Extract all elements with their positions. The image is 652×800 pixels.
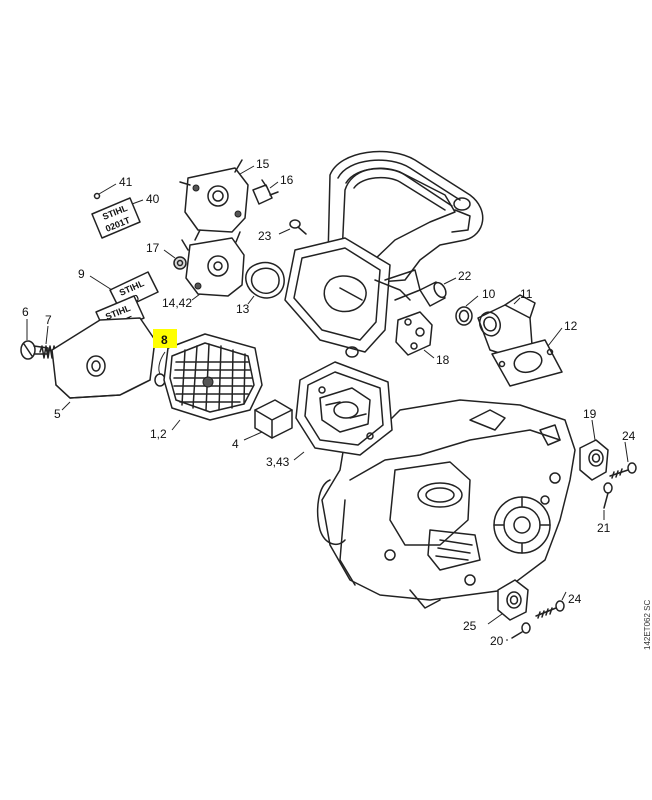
callout-9: 9 (78, 267, 85, 281)
callout-labels: 41 40 15 16 23 17 9 14,42 13 22 10 11 12… (22, 157, 636, 648)
part-4-sponge (243, 399, 293, 441)
part-41-pin (93, 183, 117, 200)
part-3-43-filter-base (293, 361, 393, 461)
part-6-screw (20, 319, 49, 360)
part-24a-screw (609, 441, 637, 479)
callout-18: 18 (436, 353, 450, 367)
callout-21: 21 (597, 521, 611, 535)
part-9-label-plates: STIHL 020 STIHL 0201T (89, 271, 159, 335)
handle-frame (327, 150, 484, 283)
callout-13: 13 (236, 302, 250, 316)
part-14-42-carburetor (181, 231, 245, 301)
callout-22: 22 (458, 269, 472, 283)
part-10-ring (455, 295, 479, 326)
callout-8-highlight (153, 329, 177, 348)
part-16-fitting (252, 179, 279, 205)
part-24b-screw (535, 591, 567, 619)
callout-12: 12 (564, 319, 578, 333)
callout-7: 7 (45, 313, 52, 327)
callout-1-2: 1,2 (150, 427, 167, 441)
callout-14-42: 14,42 (162, 296, 192, 310)
part-40-label-plate: STIHL 0201T (91, 197, 144, 239)
part-5-filter-cover (51, 317, 156, 411)
drawing-code: 142ET062 SC (643, 600, 652, 650)
callout-10: 10 (482, 287, 496, 301)
callout-23: 23 (258, 229, 272, 243)
callout-20: 20 (490, 634, 504, 648)
callout-41: 41 (119, 175, 133, 189)
callout-15: 15 (256, 157, 270, 171)
carburetor-box (284, 237, 421, 358)
part-23-screw (278, 219, 307, 235)
part-19-av-mount (579, 419, 609, 481)
callout-25: 25 (463, 619, 477, 633)
part-21-screw (603, 482, 613, 520)
part-20-screw (506, 622, 531, 641)
callout-6: 6 (22, 305, 29, 319)
callout-24b: 24 (568, 592, 582, 606)
callout-8: 8 (161, 333, 168, 347)
part-18-bracket (395, 311, 435, 359)
callout-40: 40 (146, 192, 160, 206)
part-17-nut (163, 249, 187, 270)
engine-block (317, 399, 576, 609)
callout-4: 4 (232, 437, 239, 451)
callout-3-43: 3,43 (266, 455, 290, 469)
part-22-sleeve (419, 277, 457, 307)
callout-11: 11 (520, 287, 533, 301)
part-13-gasket (245, 261, 285, 305)
part-15-carburetor (179, 159, 255, 241)
callout-5: 5 (54, 407, 61, 421)
callout-17: 17 (146, 241, 160, 255)
part-12-flange (491, 327, 563, 387)
callout-24a: 24 (622, 429, 636, 443)
callout-19: 19 (583, 407, 597, 421)
part-1-2-air-filter (163, 333, 263, 431)
callout-16: 16 (280, 173, 294, 187)
part-25-av-mount (487, 579, 529, 625)
